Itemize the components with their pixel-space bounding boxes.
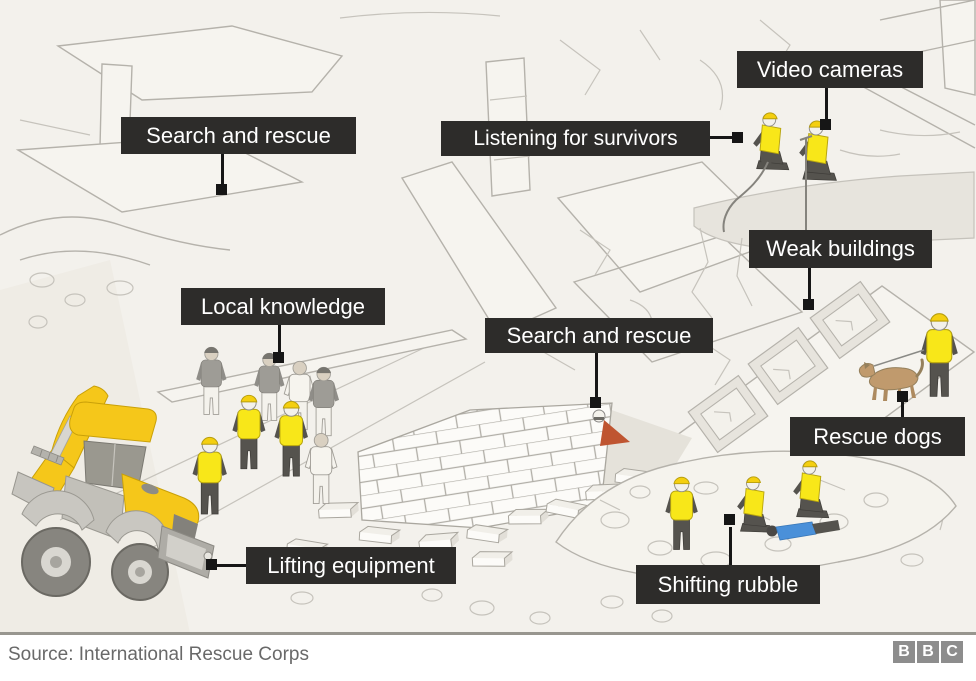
connector-dot: [820, 119, 831, 130]
label-listening-for-survivors: Listening for survivors: [441, 121, 710, 156]
connector-dot: [897, 391, 908, 402]
connector-line: [278, 325, 281, 354]
rescue-dog: [858, 358, 924, 401]
connector-dot: [206, 559, 217, 570]
cracked-window: [747, 326, 829, 406]
rescue-worker-figure: [191, 436, 228, 515]
label-local-knowledge: Local knowledge: [181, 288, 385, 325]
rescue-worker-figure: [231, 394, 266, 470]
cracked-window: [809, 280, 891, 360]
bbc-logo: B B C: [893, 641, 963, 663]
connector-line: [729, 527, 732, 565]
connector-line: [901, 400, 904, 417]
listening-team: [722, 112, 838, 233]
label-search-and-rescue-center: Search and rescue: [485, 318, 713, 353]
illustration-canvas: [0, 0, 976, 625]
local-crowd: [191, 346, 340, 515]
connector-dot: [273, 352, 284, 363]
civilian-figure: [304, 432, 338, 505]
connector-line: [825, 88, 828, 121]
connector-dot: [732, 132, 743, 143]
shifting-rubble-team: [664, 460, 840, 551]
connector-dot: [724, 514, 735, 525]
standing-structure-top-right: [691, 0, 976, 319]
connector-dot: [590, 397, 601, 408]
label-search-and-rescue-top: Search and rescue: [121, 117, 356, 154]
rescue-dog-unit: [858, 313, 959, 401]
bbc-logo-block: B: [893, 641, 915, 663]
connector-line: [595, 353, 598, 399]
connector-line: [221, 154, 224, 186]
listening-device-cable: [722, 161, 769, 233]
bbc-logo-block: C: [941, 641, 963, 663]
label-weak-buildings: Weak buildings: [749, 230, 932, 268]
dog-leash: [873, 349, 925, 367]
bbc-logo-block: B: [917, 641, 939, 663]
label-shifting-rubble: Shifting rubble: [636, 565, 820, 604]
cracked-window: [687, 374, 769, 454]
label-rescue-dogs: Rescue dogs: [790, 417, 965, 456]
connector-line: [808, 268, 811, 301]
source-text: Source: International Rescue Corps: [8, 644, 309, 665]
excavator: [11, 385, 215, 601]
trapped-rescuer-marker: [592, 409, 630, 446]
victim-figure: [766, 520, 840, 541]
connector-line: [710, 136, 734, 139]
label-video-cameras: Video cameras: [737, 51, 923, 88]
label-lifting-equipment: Lifting equipment: [246, 547, 456, 584]
local-civilian-figure: [307, 366, 340, 437]
footer: Source: International Rescue Corps B B C: [0, 635, 976, 681]
connector-line: [217, 564, 246, 567]
connector-dot: [803, 299, 814, 310]
connector-dot: [216, 184, 227, 195]
footer-divider: [0, 632, 976, 635]
